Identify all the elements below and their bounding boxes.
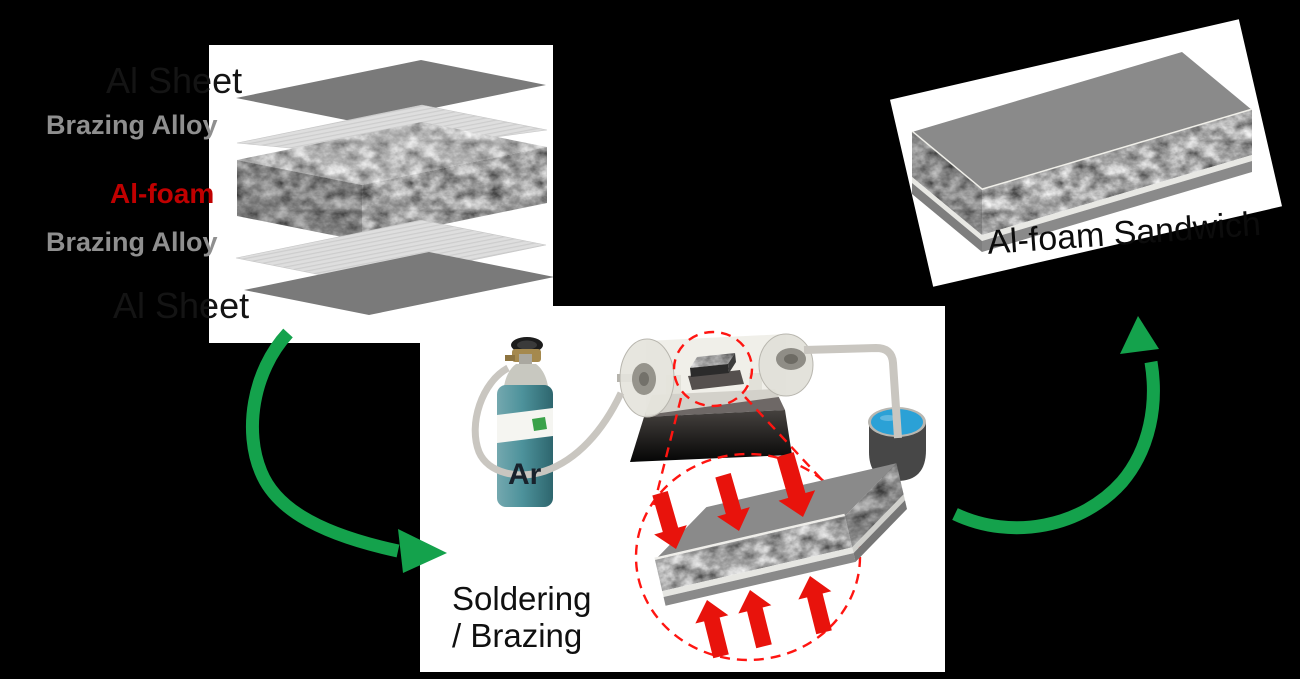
label-brazing-alloy-top: Brazing Alloy (46, 110, 218, 140)
label-al-sheet-top: Al Sheet (106, 60, 243, 101)
label-al-foam: Al-foam (110, 178, 215, 209)
label-soldering-line2: / Brazing (452, 617, 583, 654)
green-arrow-right-head (1120, 316, 1159, 354)
label-al-sheet-bottom: Al Sheet (113, 285, 250, 326)
label-argon-gas: Ar (508, 458, 542, 491)
green-arrow-left (245, 328, 447, 573)
label-brazing-alloy-bottom: Brazing Alloy (46, 227, 218, 257)
stack-panel (209, 45, 553, 343)
green-arrow-right (952, 316, 1160, 535)
label-soldering-line1: Soldering (452, 580, 592, 617)
label-soldering-brazing: Soldering / Brazing (452, 580, 591, 654)
